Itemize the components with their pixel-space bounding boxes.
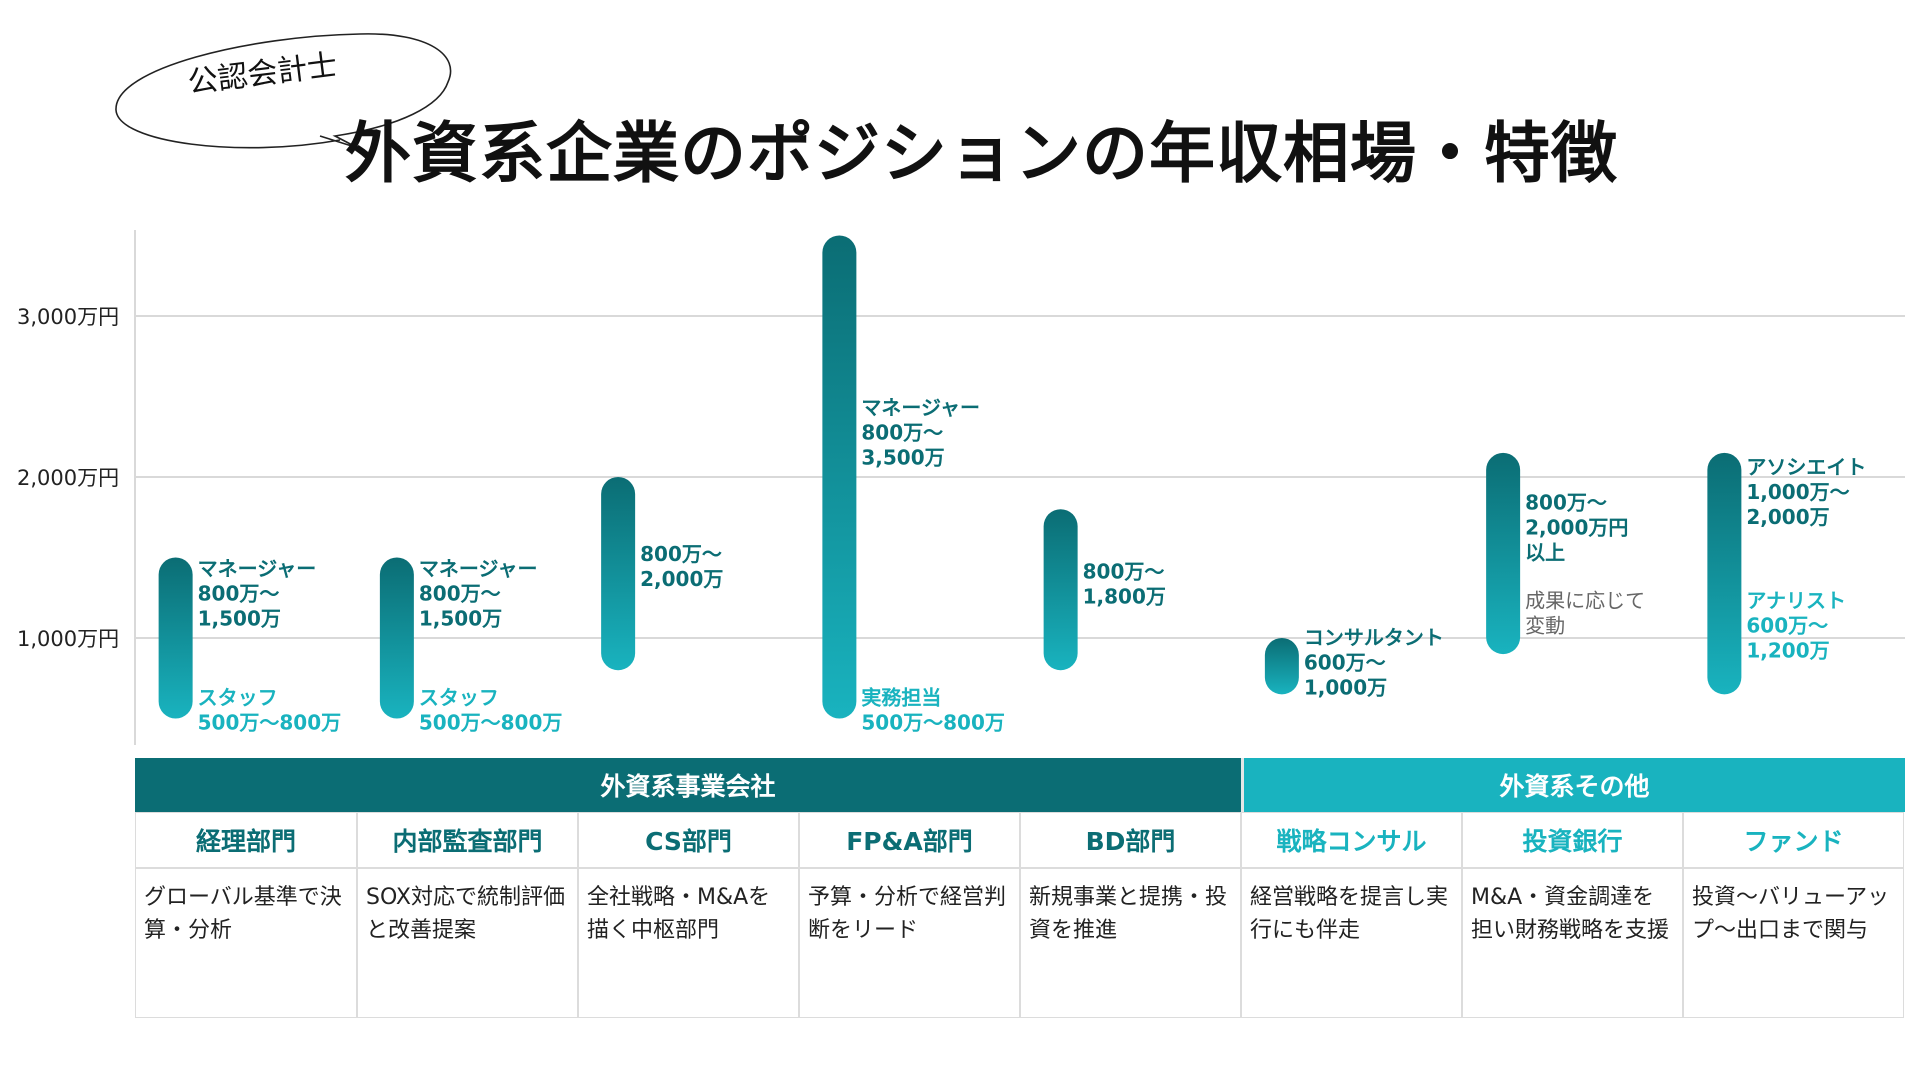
bar-label: 2,000万 (640, 567, 723, 591)
range-bar (1486, 452, 1521, 655)
bar-label: 変動 (1525, 614, 1565, 638)
bar-label: 3,500万 (861, 446, 944, 470)
desc-cs: 全社戦略・M&Aを描く中枢部門 (578, 868, 799, 1018)
column-header-internal-audit: 内部監査部門 (357, 812, 578, 868)
column-header-accounting: 経理部門 (135, 812, 357, 868)
bar-label: 600万～ (1746, 614, 1828, 638)
desc-internal-audit: SOX対応で統制評価と改善提案 (357, 868, 578, 1018)
column-header-fpa: FP&A部門 (799, 812, 1020, 868)
range-bar (601, 477, 636, 671)
bar-label: 500万～800万 (198, 710, 342, 734)
column-header-investment-bank: 投資銀行 (1462, 812, 1683, 868)
group-header-foreign-other: 外資系その他 (1241, 758, 1905, 812)
description-row: グローバル基準で決算・分析 SOX対応で統制評価と改善提案 全社戦略・M&Aを描… (135, 868, 1905, 1018)
bar-label: アナリスト (1746, 589, 1846, 613)
bar-label: 600万～ (1304, 651, 1386, 675)
bar-label: 800万～ (640, 542, 722, 566)
bar-label: マネージャー (198, 557, 317, 581)
y-tick-label: 3,000万円 (17, 305, 119, 329)
bar-label: 1,000万～ (1746, 480, 1849, 504)
column-header-fund: ファンド (1683, 812, 1904, 868)
column-header-strategy-consulting: 戦略コンサル (1241, 812, 1462, 868)
bar-label: コンサルタント (1304, 626, 1444, 650)
bar-label: 1,500万 (198, 607, 281, 631)
bar-label: 500万～800万 (419, 710, 563, 734)
desc-bd: 新規事業と提携・投資を推進 (1020, 868, 1241, 1018)
position-table: 外資系事業会社 外資系その他 経理部門 内部監査部門 CS部門 FP&A部門 B… (135, 758, 1905, 1018)
bar-label: 以上 (1525, 540, 1565, 564)
bar-label: スタッフ (198, 685, 278, 709)
column-header-bd: BD部門 (1020, 812, 1241, 868)
bar-label: 500万～800万 (861, 710, 1005, 734)
desc-investment-bank: M&A・資金調達を担い財務戦略を支援 (1462, 868, 1683, 1018)
y-tick-label: 1,000万円 (17, 627, 119, 651)
desc-fpa: 予算・分析で経営判断をリード (799, 868, 1020, 1018)
column-header-cs: CS部門 (578, 812, 799, 868)
bar-label: 成果に応じて (1525, 589, 1645, 613)
bar-label: 2,000万 (1746, 505, 1829, 529)
column-header-row: 経理部門 内部監査部門 CS部門 FP&A部門 BD部門 戦略コンサル 投資銀行… (135, 812, 1905, 868)
range-bar (822, 235, 857, 719)
range-bar (1264, 638, 1299, 695)
bar-label: 1,800万 (1083, 585, 1166, 609)
range-bar (158, 557, 193, 719)
range-bar (1043, 509, 1078, 671)
bar-label: 800万～ (419, 582, 501, 606)
range-bar (1707, 452, 1742, 695)
bar-label: 800万～ (1083, 560, 1165, 584)
bar-label: マネージャー (419, 557, 538, 581)
bar-label: 2,000万円 (1525, 515, 1628, 539)
bar-label: 実務担当 (861, 685, 941, 709)
y-tick-label: 2,000万円 (17, 466, 119, 490)
bar-label: スタッフ (419, 685, 499, 709)
bar-label: 800万～ (1525, 490, 1607, 514)
range-bar (379, 557, 414, 719)
bar-label: 1,500万 (419, 607, 502, 631)
bar-label: マネージャー (861, 396, 980, 420)
desc-strategy-consulting: 経営戦略を提言し実行にも伴走 (1241, 868, 1462, 1018)
group-header-foreign-company: 外資系事業会社 (135, 758, 1241, 812)
desc-fund: 投資～バリューアップ～出口まで関与 (1683, 868, 1904, 1018)
bar-label: 800万～ (861, 421, 943, 445)
bar-label: アソシエイト (1746, 455, 1866, 479)
bar-label: 1,000万 (1304, 676, 1387, 700)
desc-accounting: グローバル基準で決算・分析 (135, 868, 357, 1018)
page-title: 外資系企業のポジションの年収相場・特徴 (345, 115, 1618, 192)
bar-label: 800万～ (198, 582, 280, 606)
badge-ellipse (115, 33, 452, 149)
bar-label: 1,200万 (1746, 639, 1829, 663)
